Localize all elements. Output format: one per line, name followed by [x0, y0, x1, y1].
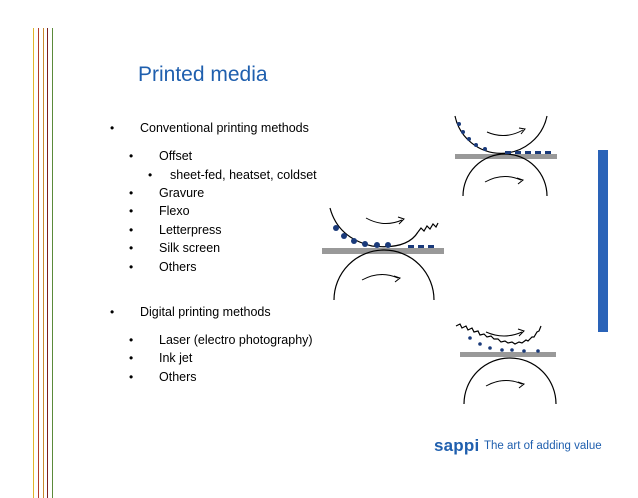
- ink-dot: [461, 130, 465, 134]
- offset-diagram: [454, 115, 557, 197]
- arrow-head: [517, 328, 525, 337]
- lower-cylinder: [462, 153, 548, 197]
- toner-particle: [510, 348, 514, 352]
- ink-dash: [408, 245, 414, 248]
- list-subitem-label: sheet-fed, heatset, coldset: [170, 168, 317, 182]
- bullet-dot: •: [129, 370, 134, 384]
- toner-particle: [488, 346, 492, 350]
- list-item-label: Ink jet: [159, 351, 193, 365]
- arrow-head: [397, 216, 405, 225]
- ink-cell: [333, 225, 339, 231]
- ink-dash: [418, 245, 424, 248]
- ink-dot: [467, 137, 471, 141]
- bullet-dot: •: [129, 260, 134, 274]
- accent-side-bar: [598, 150, 608, 332]
- rotation-arrow: [485, 380, 523, 387]
- bullet-dot: •: [129, 241, 134, 255]
- substrate-strip: [322, 248, 444, 254]
- ink-cell: [351, 238, 357, 244]
- rotation-arrow: [365, 217, 403, 224]
- digital-print-diagram: [455, 323, 557, 405]
- list-item-label: Letterpress: [159, 223, 222, 237]
- ink-dot: [457, 122, 461, 126]
- ink-dash: [515, 151, 521, 154]
- ink-dash: [428, 245, 434, 248]
- ink-cell: [374, 242, 380, 248]
- ink-cell: [341, 233, 347, 239]
- drum-edge: [455, 323, 542, 345]
- rotation-arrow: [361, 274, 399, 281]
- stripe: [47, 28, 49, 498]
- toner-particle: [478, 342, 482, 346]
- slide-title: Printed media: [138, 63, 268, 86]
- stripe: [43, 28, 45, 498]
- list-item-label: Offset: [159, 149, 193, 163]
- ink-dashes: [457, 122, 551, 154]
- ink-dash: [535, 151, 541, 154]
- toner-particle: [536, 349, 540, 353]
- substrate-strip: [460, 352, 556, 357]
- toner-particle: [522, 349, 526, 353]
- list-item-label: Laser (electro photography): [159, 333, 313, 347]
- section-heading: Digital printing methods: [140, 305, 271, 319]
- ink-cells: [333, 225, 434, 248]
- decorative-stripes: [33, 28, 57, 498]
- footer-tagline: The art of adding value: [484, 440, 602, 452]
- bullet-dot: •: [129, 149, 134, 163]
- arrow-head: [393, 275, 402, 283]
- list-item-label: Others: [159, 370, 197, 384]
- list-item-label: Silk screen: [159, 241, 221, 255]
- rotation-arrow: [486, 129, 524, 136]
- ink-dash: [525, 151, 531, 154]
- arrow-head: [517, 381, 526, 389]
- rotation-arrow: [484, 176, 522, 183]
- stripe: [52, 28, 54, 498]
- arrow-head: [516, 177, 525, 185]
- ink-dash: [505, 151, 511, 154]
- bullet-dot: •: [110, 305, 115, 319]
- toner-particle: [468, 336, 472, 340]
- list-item-label: Flexo: [159, 204, 190, 218]
- ink-dot: [483, 147, 487, 151]
- bullet-dot: •: [129, 333, 134, 347]
- rotation-arrow: [485, 331, 523, 337]
- substrate-strip: [455, 154, 557, 159]
- gravure-diagram: [322, 207, 444, 301]
- ink-dot: [474, 143, 478, 147]
- lower-cylinder: [333, 249, 435, 301]
- bullet-dot: •: [110, 121, 115, 135]
- ink-dash: [545, 151, 551, 154]
- bullet-dot: •: [129, 223, 134, 237]
- list-item-label: Others: [159, 260, 197, 274]
- ink-cell: [362, 241, 368, 247]
- plate-edge: [417, 222, 439, 233]
- list-item-label: Gravure: [159, 186, 205, 200]
- stripe: [33, 28, 35, 498]
- upper-cylinder: [454, 115, 548, 154]
- bullet-dot: •: [148, 168, 153, 182]
- upper-cylinder: [329, 207, 419, 248]
- bullet-dot: •: [129, 204, 134, 218]
- stripe: [38, 28, 40, 498]
- toner-particles: [468, 336, 540, 353]
- arrow-head: [518, 127, 526, 135]
- bullet-dot: •: [129, 186, 134, 200]
- toner-particle: [500, 348, 504, 352]
- ink-cell: [385, 242, 391, 248]
- section-heading: Conventional printing methods: [140, 121, 309, 135]
- sappi-logo: sappi: [434, 436, 480, 455]
- lower-cylinder: [463, 357, 557, 405]
- bullet-dot: •: [129, 351, 134, 365]
